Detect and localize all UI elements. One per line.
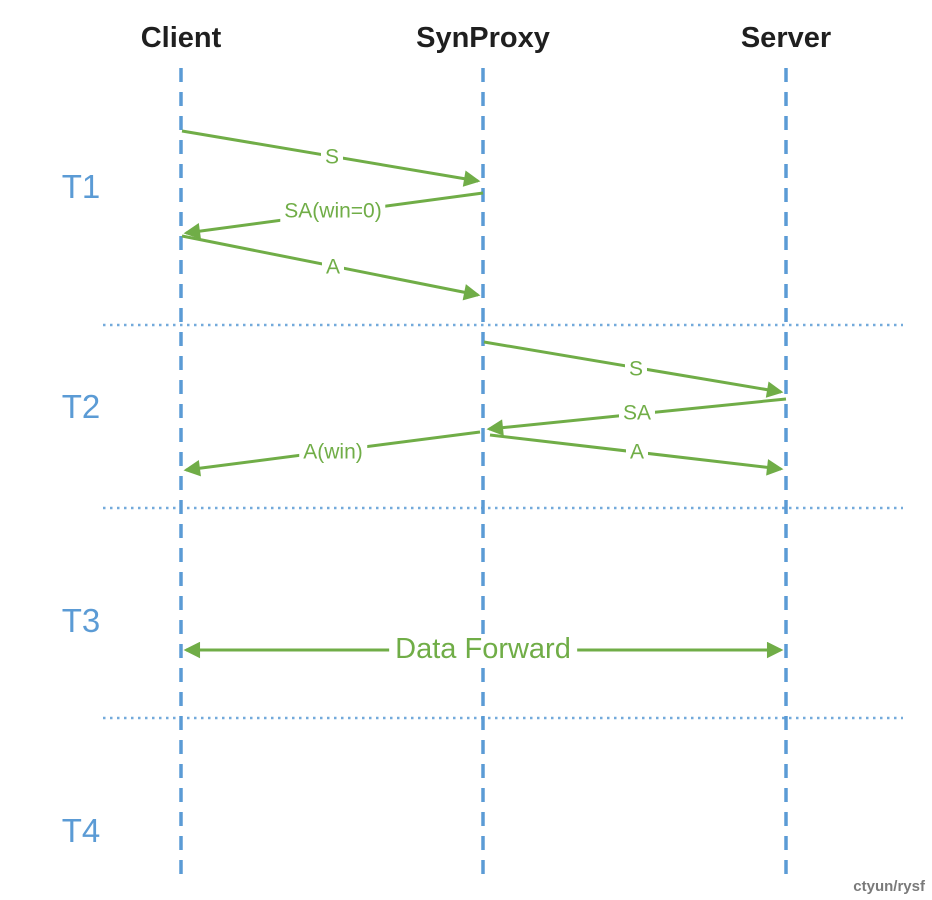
phase-label-t2: T2 xyxy=(61,388,101,425)
msg-label-t2-ack: A xyxy=(625,440,649,464)
actor-client: Client xyxy=(140,22,222,54)
msg-label-t2-syn: S xyxy=(624,357,648,381)
msg-label-t1-syn: S xyxy=(320,145,344,169)
msg-label-t1-synack: SA(win=0) xyxy=(280,199,386,223)
phase-label-t4: T4 xyxy=(61,812,101,849)
msg-label-t1-ack: A xyxy=(321,255,345,279)
actor-synproxy: SynProxy xyxy=(416,22,550,54)
watermark: ctyun/rysf xyxy=(853,878,925,895)
msg-label-t2-synack: SA xyxy=(618,401,656,425)
phase-label-t1: T1 xyxy=(61,168,101,205)
msg-label-data-forward: Data Forward xyxy=(389,633,577,666)
msg-label-t2-ackwin: A(win) xyxy=(299,440,367,464)
actor-server: Server xyxy=(740,22,832,54)
phase-label-t3: T3 xyxy=(61,602,101,639)
